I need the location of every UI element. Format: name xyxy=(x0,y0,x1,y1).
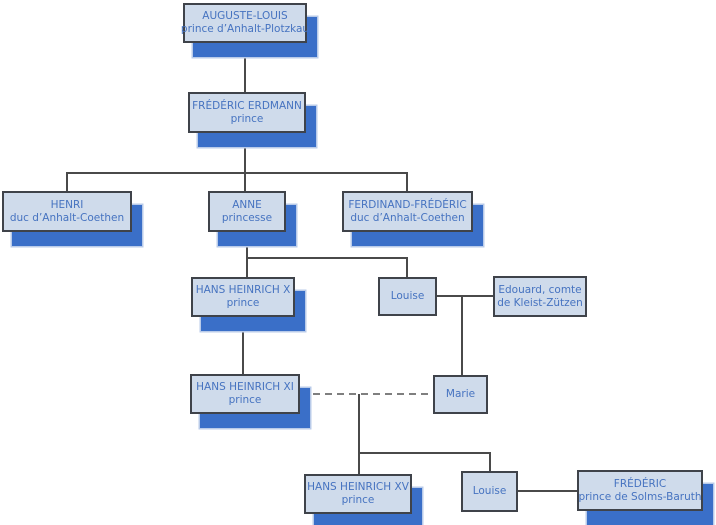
person-name: ANNE xyxy=(232,198,262,211)
tree-node-hans-heinrich-xv[interactable]: HANS HEINRICH XV prince xyxy=(304,474,412,514)
person-name: FRÉDÉRIC xyxy=(613,477,667,490)
person-name: HANS HEINRICH X xyxy=(195,284,291,296)
person-title: prince xyxy=(226,297,260,309)
connector-drop-henri xyxy=(66,172,68,191)
tree-node-henri[interactable]: HENRI duc d’Anhalt-Coethen xyxy=(2,191,132,232)
connector-drop-marie xyxy=(461,295,463,375)
person-name: Edouard, comte xyxy=(498,283,582,296)
person-title: prince xyxy=(230,112,264,125)
person-title: duc d’Anhalt-Coethen xyxy=(9,211,125,224)
person-name: Louise xyxy=(472,485,507,497)
person-title: de Kleist-Zützen xyxy=(497,296,583,309)
person-name: HANS HEINRICH XI xyxy=(196,381,294,393)
dashed-marriage-line-hhxi-marie xyxy=(301,393,433,395)
tree-node-frederic-erdmann[interactable]: FRÉDÉRIC ERDMANN prince xyxy=(188,92,306,133)
person-title: duc d’Anhalt-Coethen xyxy=(350,211,465,224)
connector-hhxi-marie-down xyxy=(358,394,360,474)
connector-drop-louise2 xyxy=(489,452,491,471)
person-title: prince de Solms-Baruth xyxy=(578,490,702,503)
tree-node-anne[interactable]: ANNE princesse xyxy=(208,191,286,232)
connector-frederic-down xyxy=(244,133,246,191)
connector-anne-down xyxy=(246,231,248,278)
connector-hhx-to-hhxi xyxy=(242,317,244,374)
tree-node-louise-kleist[interactable]: Louise xyxy=(378,277,437,316)
connector-auguste-to-frederic xyxy=(244,43,246,92)
person-name: HENRI xyxy=(50,198,84,211)
person-name: Marie xyxy=(445,388,476,400)
connector-louise-edouard-marriage xyxy=(437,295,493,297)
connector-louise2-frederic-marriage xyxy=(518,490,577,492)
tree-node-hans-heinrich-xi[interactable]: HANS HEINRICH XI prince xyxy=(190,374,300,414)
tree-node-auguste-louis[interactable]: AUGUSTE-LOUIS prince d’Anhalt-Plotzkau xyxy=(180,3,310,43)
person-title: prince xyxy=(228,394,262,406)
person-name: Louise xyxy=(390,290,425,302)
connector-gen6-bus xyxy=(358,452,491,454)
person-name: AUGUSTE-LOUIS xyxy=(202,10,288,22)
connector-drop-louise1 xyxy=(406,257,408,278)
person-name: HANS HEINRICH XV xyxy=(307,481,409,493)
connector-gen4-bus xyxy=(246,257,407,259)
tree-node-ferdinand-frederic[interactable]: FERDINAND-FRÉDÉRIC duc d’Anhalt-Coethen xyxy=(342,191,473,232)
person-name: FRÉDÉRIC ERDMANN xyxy=(192,99,302,112)
person-title: princesse xyxy=(221,211,273,224)
tree-node-hans-heinrich-x[interactable]: HANS HEINRICH X prince xyxy=(191,277,295,317)
tree-node-marie[interactable]: Marie xyxy=(433,375,488,414)
tree-node-edouard-kleist-zutzen[interactable]: Edouard, comte de Kleist-Zützen xyxy=(493,276,587,317)
person-title: prince xyxy=(341,494,375,506)
person-title: prince d’Anhalt-Plotzkau xyxy=(180,23,310,35)
person-name: FERDINAND-FRÉDÉRIC xyxy=(348,198,467,211)
tree-node-frederic-solms-baruth[interactable]: FRÉDÉRIC prince de Solms-Baruth xyxy=(577,470,703,511)
connector-drop-ferdinand xyxy=(406,172,408,191)
connector-gen3-bus xyxy=(66,172,408,174)
tree-node-louise-solms[interactable]: Louise xyxy=(461,471,518,512)
